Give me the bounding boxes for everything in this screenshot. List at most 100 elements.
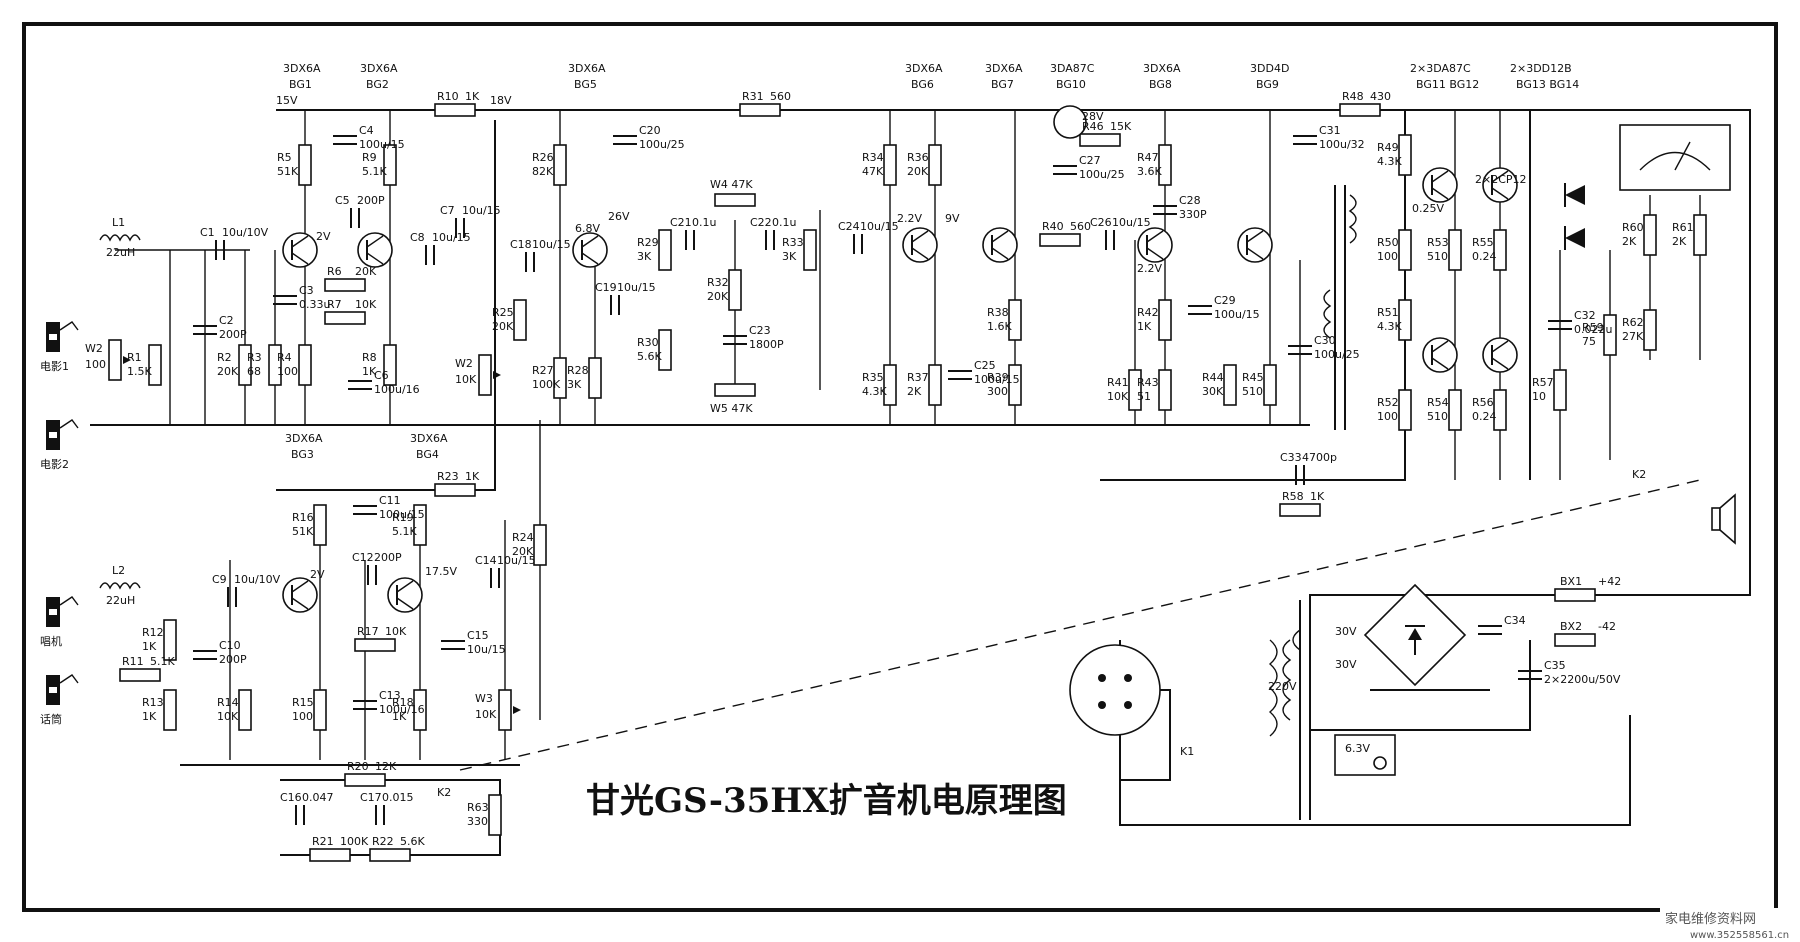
voltage-8: 2.2V [1137, 262, 1162, 275]
resistor-r58 [1279, 503, 1321, 517]
capacitor-value-c17: 0.015 [382, 791, 414, 804]
resistor-value-r36: 20K [907, 165, 929, 178]
capacitor-c34 [1478, 625, 1502, 635]
capacitor-ref-c1: C1 [200, 226, 215, 239]
capacitor-ref-c13: C13 [379, 689, 401, 702]
inductor-value-1: 22uH [106, 594, 135, 607]
transistor-model-3: 3DX6A [905, 62, 943, 75]
capacitor-c7 [455, 218, 465, 238]
transistor-bg3 [282, 577, 318, 613]
resistor-value-r59: 75 [1582, 335, 1596, 348]
fuse-ref-0: BX1 [1560, 575, 1582, 588]
resistor-r7 [324, 311, 366, 325]
resistor-r28 [588, 357, 602, 399]
resistor-ref-r11: R11 [122, 655, 144, 668]
capacitor-ref-c12: C12 [352, 551, 374, 564]
capacitor-value-c20: 100u/25 [639, 138, 685, 151]
resistor-value-r56: 0.24 [1472, 410, 1497, 423]
capacitor-ref-c6: C6 [374, 369, 389, 382]
capacitor-c22 [765, 230, 775, 250]
resistor-r31 [739, 103, 781, 117]
fuse-rating-1: -42 [1598, 620, 1616, 633]
mains-coil [1292, 629, 1301, 651]
resistor-ref-r20: R20 [347, 760, 369, 773]
capacitor-value-c27: 100u/25 [1079, 168, 1125, 181]
transistor-bg6 [902, 227, 938, 263]
capacitor-ref-c4: C4 [359, 124, 374, 137]
resistor-r9 [383, 144, 397, 186]
resistor-value-r46: 15K [1110, 120, 1132, 133]
resistor-r14 [238, 689, 252, 731]
resistor-ref-r14: R14 [217, 696, 239, 709]
capacitor-c32 [1548, 320, 1572, 330]
capacitor-ref-c25: C25 [974, 359, 996, 372]
capacitor-c8 [425, 245, 435, 265]
resistor-value-r38: 1.6K [987, 320, 1012, 333]
capacitor-c30 [1288, 345, 1312, 355]
resistor-value-r50: 100 [1377, 250, 1398, 263]
resistor-ref-r19: R19 [392, 511, 414, 524]
capacitor-c9 [227, 587, 237, 607]
capacitor-value-c14: 10u/15 [497, 554, 536, 567]
capacitor-value-c2: 200P [219, 328, 247, 341]
transistor-bg9 [1237, 227, 1273, 263]
capacitor-ref-c8: C8 [410, 231, 425, 244]
voltage-11: 2V [310, 568, 325, 581]
resistor-r23 [434, 483, 476, 497]
resistor-r48 [1339, 103, 1381, 117]
speaker-icon [1711, 493, 1736, 545]
capacitor-value-c21: 0.1u [692, 216, 716, 229]
resistor-r24 [533, 524, 547, 566]
capacitor-ref-c17: C17 [360, 791, 382, 804]
resistor-value-r23: 1K [465, 470, 480, 483]
resistor-ref-r28: R28 [567, 364, 589, 377]
resistor-value-r4: 100 [277, 365, 298, 378]
resistor-r1 [148, 344, 162, 386]
resistor-ref-r18: R18 [392, 696, 414, 709]
capacitor-value-c33: 4700p [1302, 451, 1337, 464]
resistor-value-r26: 82K [532, 165, 554, 178]
capacitor-ref-c21: C21 [670, 216, 692, 229]
resistor-ref-r26: R26 [532, 151, 554, 164]
capacitor-c3 [273, 295, 297, 305]
resistor-ref-r6: R6 [327, 265, 342, 278]
capacitor-ref-c33: C33 [1280, 451, 1302, 464]
potentiometer-ref-0: W2 [85, 342, 103, 355]
capacitor-ref-c23: C23 [749, 324, 771, 337]
resistor-value-r52: 100 [1377, 410, 1398, 423]
diode-d1 [1564, 183, 1585, 207]
resistor-ref-r60: R60 [1622, 221, 1644, 234]
resistor-ref-r8: R8 [362, 351, 377, 364]
transistor-bg10 [1053, 105, 1087, 139]
diode-d2 [1564, 226, 1585, 250]
resistor-ref-r5: R5 [277, 151, 292, 164]
potentiometer-label-3: W4 47K [710, 178, 753, 191]
capacitor-value-c6: 100u/16 [374, 383, 420, 396]
resistor-r26 [553, 144, 567, 186]
capacitor-value-c4: 100u/15 [359, 138, 405, 151]
capacitor-value-c30: 100u/25 [1314, 348, 1360, 361]
resistor-ref-r1: R1 [127, 351, 142, 364]
resistor-value-r60: 2K [1622, 235, 1637, 248]
resistor-value-r63: 330 [467, 815, 488, 828]
resistor-ref-r32: R32 [707, 276, 729, 289]
resistor-ref-r48: R48 [1342, 90, 1364, 103]
output-transformer [1323, 185, 1357, 430]
transistor-model-0: 3DX6A [283, 62, 321, 75]
transistor-ref-10: BG3 [291, 448, 314, 461]
resistor-value-r7: 10K [355, 298, 377, 311]
transistor-ref-0: BG1 [289, 78, 312, 91]
resistor-ref-r35: R35 [862, 371, 884, 384]
resistor-r49 [1398, 134, 1412, 176]
resistor-value-r5: 51K [277, 165, 299, 178]
resistor-r53 [1448, 229, 1462, 271]
resistor-ref-r58: R58 [1282, 490, 1304, 503]
resistor-value-r8: 1K [362, 365, 377, 378]
capacitor-ref-c5: C5 [335, 194, 350, 207]
capacitor-ref-c34: C34 [1504, 614, 1526, 627]
resistor-r34 [883, 144, 897, 186]
potentiometer-w2-1 [478, 354, 492, 396]
capacitor-c12 [367, 565, 377, 585]
resistor-ref-r57: R57 [1532, 376, 1554, 389]
resistor-value-r24: 20K [512, 545, 534, 558]
